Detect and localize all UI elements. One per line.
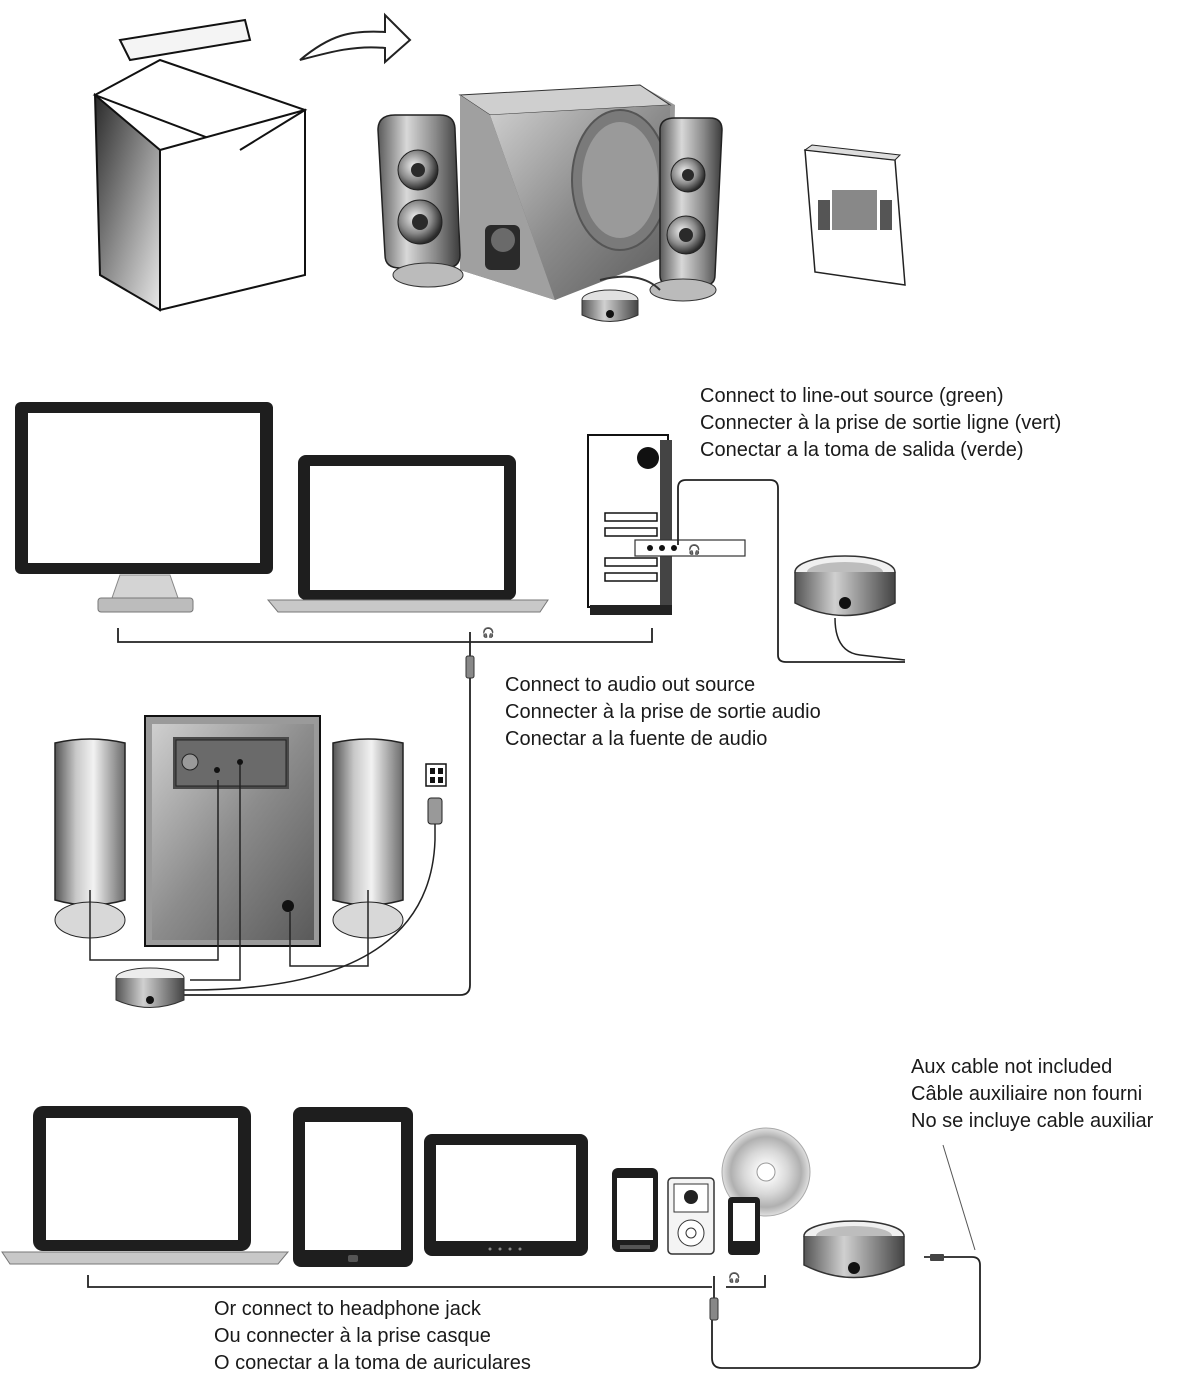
aux-puck-illustration (804, 1221, 904, 1278)
caption-line-out-fr: Connecter à la prise de sortie ligne (ve… (700, 410, 1061, 437)
music-player-illustration (668, 1178, 714, 1254)
right-satellite-speaker (650, 118, 722, 301)
open-box-illustration (95, 20, 305, 310)
caption-audio-out-fr: Connecter à la prise de sortie audio (505, 699, 821, 726)
arrow-right-icon (300, 15, 410, 62)
smartphone-illustration (612, 1168, 658, 1252)
caption-line-out-es: Conectar a la toma de salida (verde) (700, 437, 1061, 464)
caption-headphone-jack-en: Or connect to headphone jack (214, 1296, 531, 1323)
user-manual-illustration (805, 145, 905, 285)
caption-aux-cable: Aux cable not included Câble auxiliaire … (911, 1054, 1153, 1135)
caption-aux-cable-es: No se incluye cable auxiliar (911, 1108, 1153, 1135)
caption-audio-out-en: Connect to audio out source (505, 672, 821, 699)
caption-aux-cable-en: Aux cable not included (911, 1054, 1153, 1081)
caption-line-out-en: Connect to line-out source (green) (700, 383, 1061, 410)
computers-bracket: 🎧 (118, 626, 652, 678)
desk-puck-illustration (795, 556, 905, 660)
caption-audio-out: Connect to audio out source Connecter à … (505, 672, 821, 753)
laptop-2-illustration (2, 1106, 288, 1264)
tablet-portrait-illustration (293, 1107, 413, 1267)
media-player-illustration (728, 1197, 760, 1255)
tablet-landscape-illustration (424, 1134, 588, 1256)
caption-headphone-jack-fr: Ou connecter à la prise casque (214, 1323, 531, 1350)
laptop-illustration (268, 455, 548, 612)
headphone-icon: 🎧 (728, 1271, 740, 1284)
left-satellite-speaker (378, 115, 463, 287)
speaker-system-illustration (378, 85, 722, 322)
caption-headphone-jack-es: O conectar a la toma de auriculares (214, 1350, 531, 1377)
headphone-icon: 🎧 (688, 543, 700, 556)
caption-line-out: Connect to line-out source (green) Conne… (700, 383, 1061, 464)
caption-aux-cable-fr: Câble auxiliaire non fourni (911, 1081, 1153, 1108)
speaker-wiring-diagram (55, 678, 470, 1008)
caption-headphone-jack: Or connect to headphone jack Ou connecte… (214, 1296, 531, 1377)
desktop-monitor-illustration (15, 402, 273, 612)
headphone-icon: 🎧 (482, 626, 494, 639)
caption-audio-out-es: Conectar a la fuente de audio (505, 726, 821, 753)
